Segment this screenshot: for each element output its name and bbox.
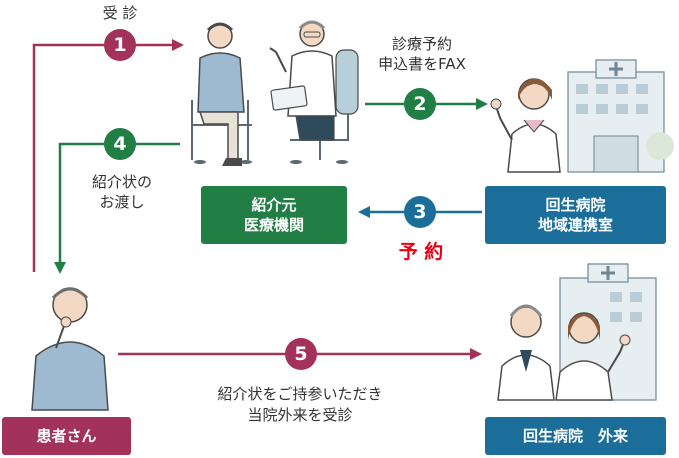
- consultation-illustration: [191, 20, 359, 166]
- outpatient-box: 回生病院 外来: [485, 417, 666, 455]
- step-1-arrowhead: [172, 39, 184, 51]
- patient-illustration: [31, 287, 109, 411]
- step-3-arrowhead: [358, 206, 370, 218]
- step-1-badge: 1: [104, 29, 136, 61]
- step-5-label: 紹介状をご持参いただき 当院外来を受診: [217, 385, 383, 424]
- patient-box: 患者さん: [2, 417, 131, 455]
- referring-institution-box: 紹介元 医療機関: [201, 186, 347, 244]
- step-1-label: 受 診: [102, 4, 138, 22]
- step-3-badge: 3: [404, 196, 436, 228]
- step-4-arrowhead: [54, 262, 66, 274]
- step-2-badge: 2: [404, 88, 436, 120]
- step-2-arrowhead: [476, 98, 488, 110]
- step-4-badge: 4: [104, 128, 136, 160]
- step-5-arrowhead: [470, 348, 482, 360]
- step-4-label: 紹介状の お渡し: [91, 173, 152, 211]
- outpatient-illustration: [497, 263, 657, 401]
- step-3-label: 予 約: [398, 241, 444, 263]
- step-2-label: 診療予約 申込書をFAX: [378, 35, 466, 73]
- step-5-badge: 5: [285, 338, 317, 370]
- step-1-arrow: [32, 43, 172, 272]
- liaison-office-box: 回生病院 地域連携室: [485, 186, 666, 244]
- step-4-arrow: [58, 142, 180, 262]
- liaison-illustration: [490, 59, 674, 173]
